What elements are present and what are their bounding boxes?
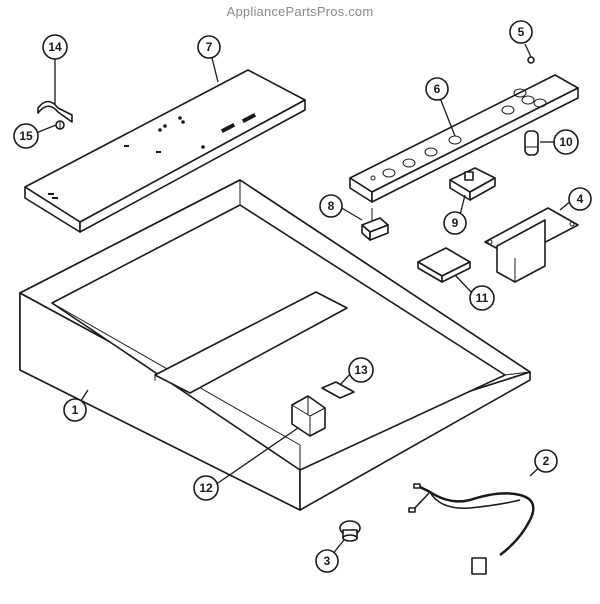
part-4-bracket-box — [484, 207, 579, 283]
callout-label-7: 7 — [206, 40, 213, 54]
part-1-cooktop-tray — [19, 179, 531, 511]
callout-3: 3 — [315, 539, 345, 573]
callout-label-8: 8 — [328, 199, 335, 213]
callout-10: 10 — [540, 129, 579, 155]
callout-5: 5 — [509, 20, 533, 58]
callout-label-11: 11 — [476, 291, 489, 305]
callout-4: 4 — [559, 187, 592, 211]
callout-label-14: 14 — [48, 40, 62, 54]
callout-13: 13 — [339, 357, 374, 386]
watermark-text: AppliancePartsPros.com — [226, 4, 374, 19]
part-9-switch — [449, 167, 496, 201]
callout-label-3: 3 — [324, 554, 331, 568]
part-13-strip — [321, 381, 355, 399]
callout-label-13: 13 — [354, 363, 368, 377]
part-14-clip — [37, 100, 73, 123]
callout-7: 7 — [197, 35, 221, 83]
callout-label-9: 9 — [452, 216, 459, 230]
part-11-plate — [417, 247, 471, 283]
part-10-indicator-lens — [524, 130, 539, 156]
callout-6: 6 — [425, 77, 456, 137]
part-12-bracket — [291, 395, 326, 437]
callout-label-4: 4 — [577, 192, 584, 206]
callout-label-15: 15 — [19, 129, 33, 143]
callout-label-6: 6 — [434, 82, 441, 96]
callout-14: 14 — [42, 34, 68, 104]
callout-1: 1 — [63, 389, 89, 422]
callout-15: 15 — [13, 123, 57, 149]
callout-12: 12 — [193, 427, 299, 501]
part-5-screw — [527, 56, 535, 64]
callout-11: 11 — [454, 274, 495, 311]
callout-2: 2 — [529, 449, 558, 477]
callout-label-5: 5 — [518, 25, 525, 39]
callout-label-10: 10 — [559, 135, 573, 149]
callout-9: 9 — [443, 194, 467, 235]
callout-8: 8 — [319, 194, 363, 221]
callout-label-12: 12 — [199, 481, 213, 495]
part-2-power-cord — [408, 483, 535, 575]
callout-label-2: 2 — [543, 454, 550, 468]
part-6-switch-panel — [349, 74, 579, 203]
part-15-screw — [55, 120, 65, 130]
callout-label-1: 1 — [72, 403, 79, 417]
part-3-foot — [339, 520, 361, 542]
part-7-control-panel — [24, 69, 306, 233]
part-8-shaft-block — [361, 208, 389, 241]
